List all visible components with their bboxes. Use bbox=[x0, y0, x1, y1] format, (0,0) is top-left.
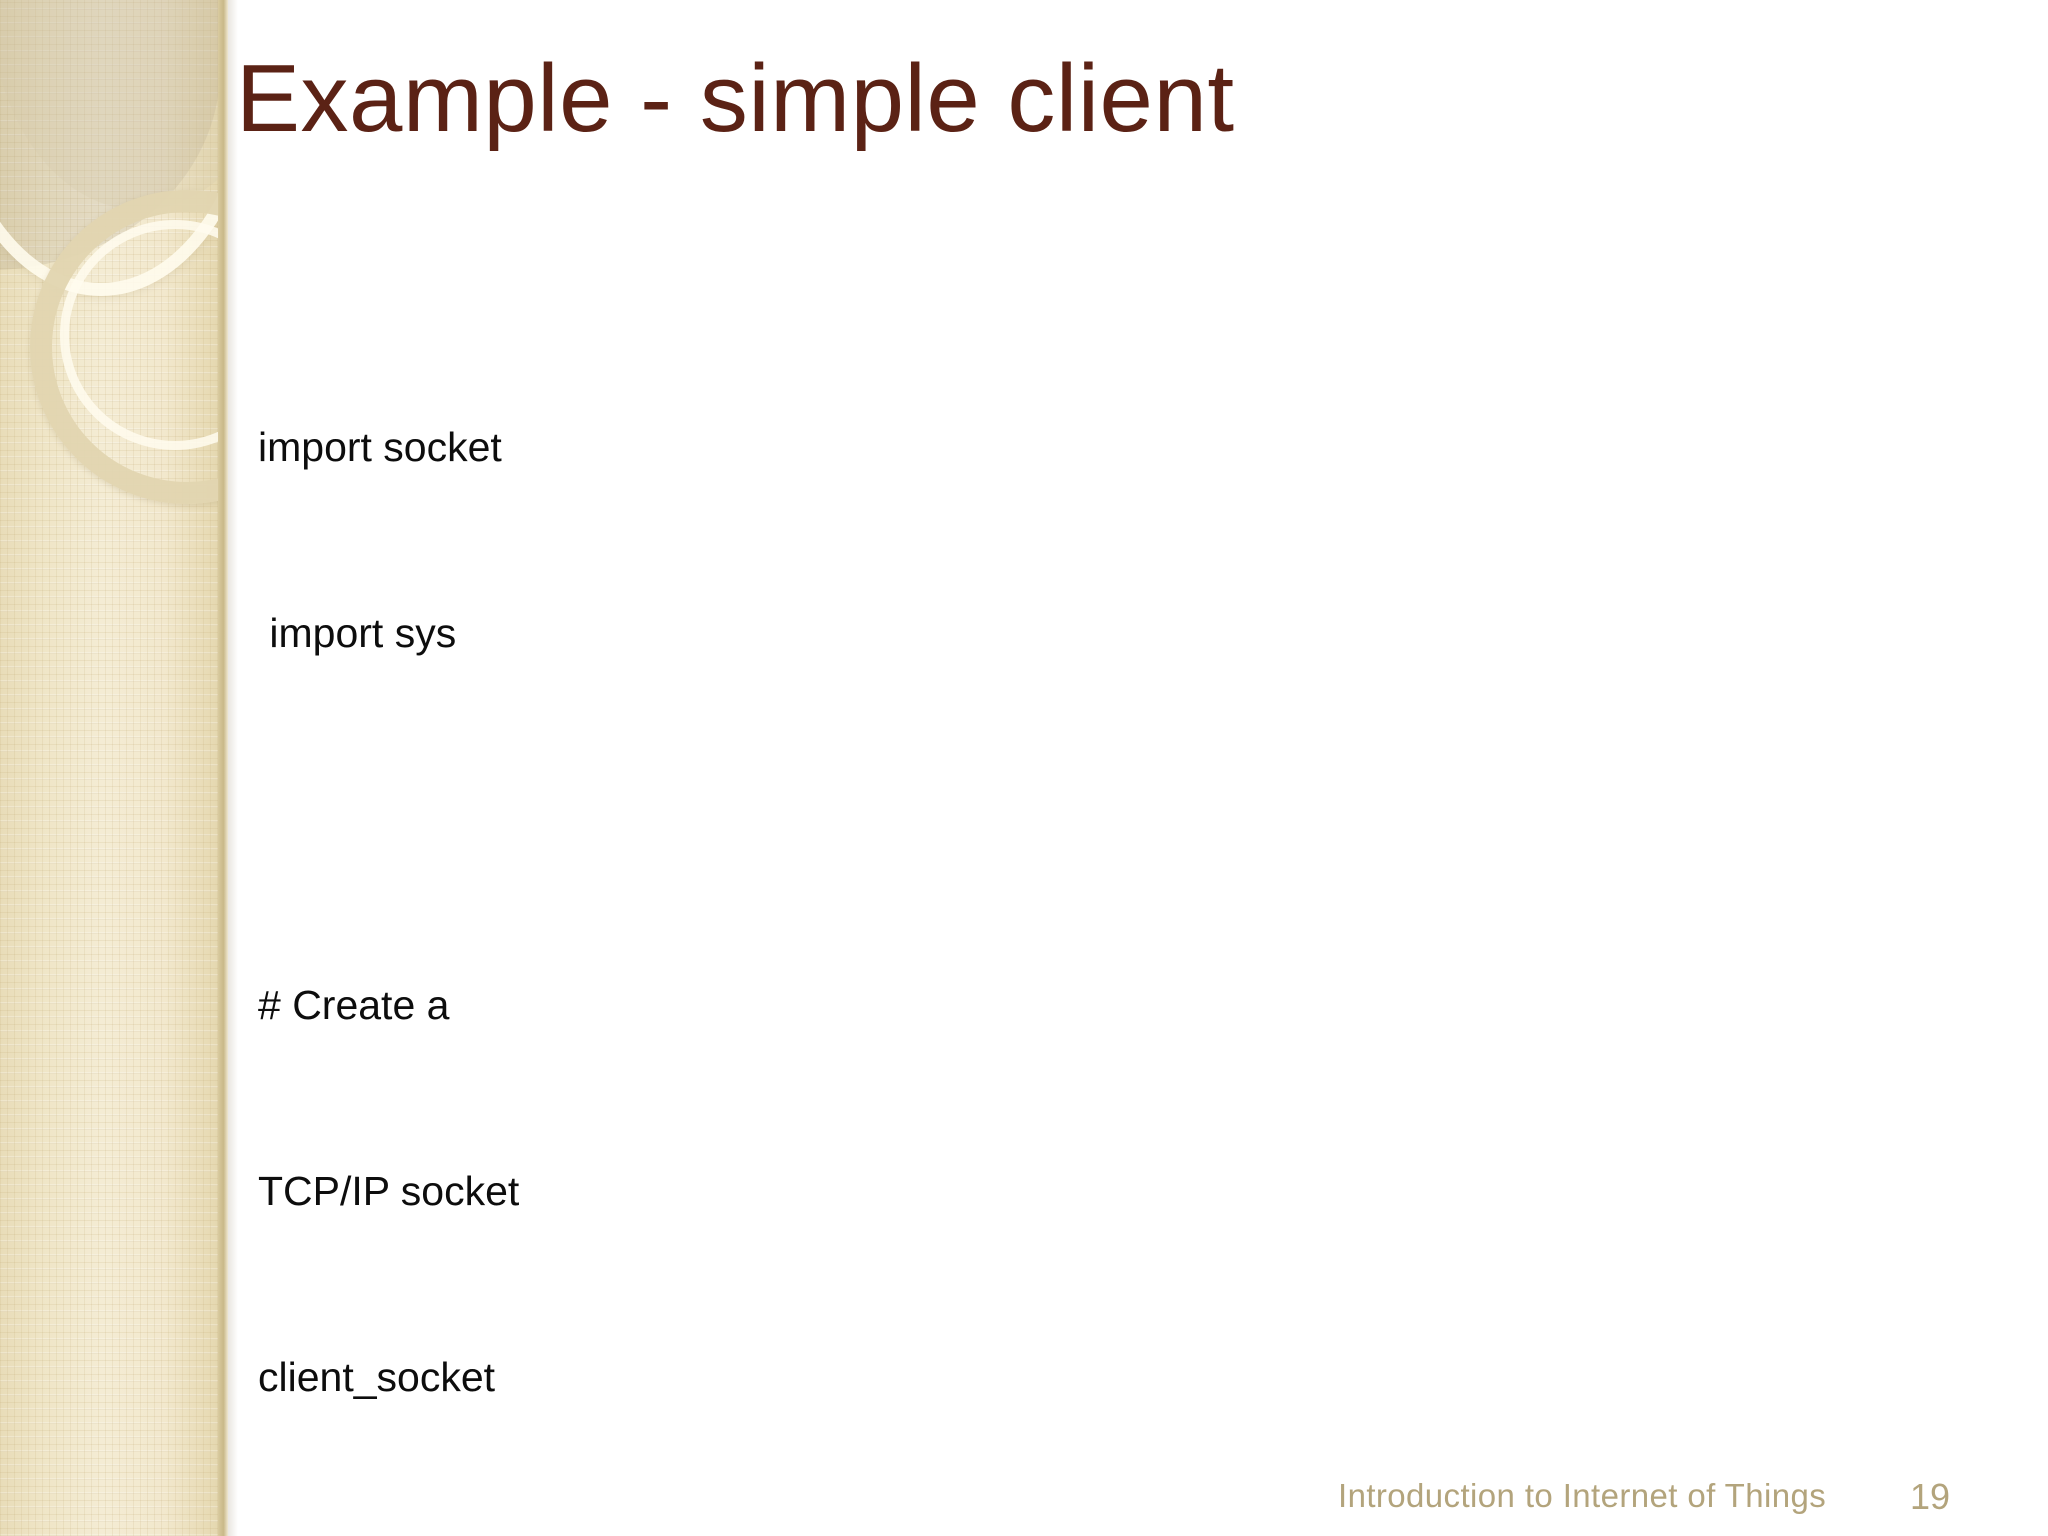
code-line: import sys bbox=[258, 610, 457, 656]
side-band-shadow bbox=[228, 0, 238, 1536]
code-line: = bbox=[258, 1532, 1438, 1536]
decorative-side-band bbox=[0, 0, 228, 1536]
code-body: import socket import sys # Create a TCP/… bbox=[258, 292, 1438, 1536]
code-line-blank bbox=[258, 788, 1438, 850]
side-band-edge bbox=[218, 0, 228, 1536]
code-line: # Create a bbox=[258, 982, 450, 1028]
code-line: TCP/IP socket bbox=[258, 1168, 520, 1214]
code-line: import socket bbox=[258, 424, 502, 470]
page-title: Example - simple client bbox=[236, 45, 1235, 152]
code-line: client_socket bbox=[258, 1354, 496, 1400]
footer-page-number: 19 bbox=[1910, 1476, 1951, 1517]
decorative-ring-bottom-inner-icon bbox=[60, 220, 228, 450]
footer-course-title: Introduction to Internet of Things bbox=[1338, 1477, 1827, 1514]
